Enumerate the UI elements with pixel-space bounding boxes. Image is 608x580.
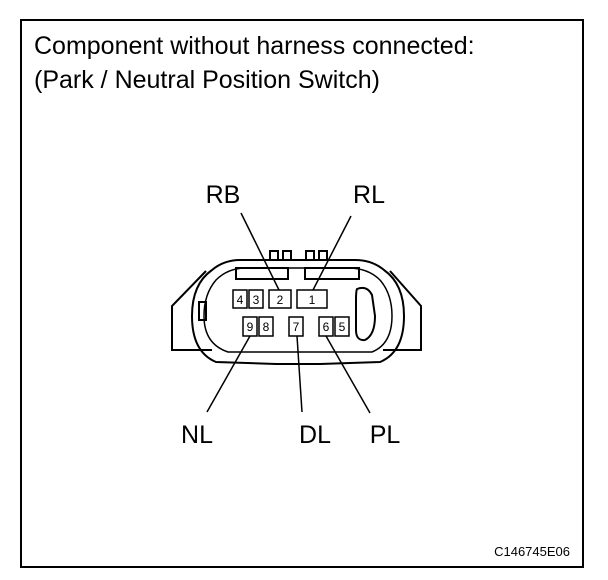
terminal-dl-label: DL: [299, 421, 331, 449]
leader-nl: [206, 335, 251, 413]
pin-1-label: 1: [309, 293, 316, 307]
pin-8-label: 8: [263, 320, 270, 334]
pin-7-label: 7: [293, 320, 300, 334]
title-line-2: (Park / Neutral Position Switch): [34, 66, 380, 94]
leader-rl: [312, 215, 352, 291]
pin-6-label: 6: [323, 320, 330, 334]
title-line-1: Component without harness connected:: [34, 32, 475, 60]
terminal-nl-label: NL: [181, 421, 213, 449]
pin-4-label: 4: [237, 293, 244, 307]
leader-pl: [325, 335, 371, 414]
leader-lines: [206, 212, 371, 414]
pin-5-label: 5: [339, 320, 346, 334]
terminal-rl-label: RL: [353, 181, 385, 209]
terminal-rb-label: RB: [206, 181, 241, 209]
terminal-pl-label: PL: [370, 421, 401, 449]
pin-2-label: 2: [277, 293, 284, 307]
pin-boxes: [232, 289, 350, 337]
pin-9-label: 9: [247, 320, 254, 334]
leader-rb: [240, 212, 280, 291]
diagram-frame: Component without harness connected: (Pa…: [20, 19, 584, 568]
pin-3-label: 3: [253, 293, 260, 307]
leader-dl: [296, 335, 303, 413]
figure-code: C146745E06: [494, 544, 570, 559]
connector-body: [171, 250, 422, 365]
